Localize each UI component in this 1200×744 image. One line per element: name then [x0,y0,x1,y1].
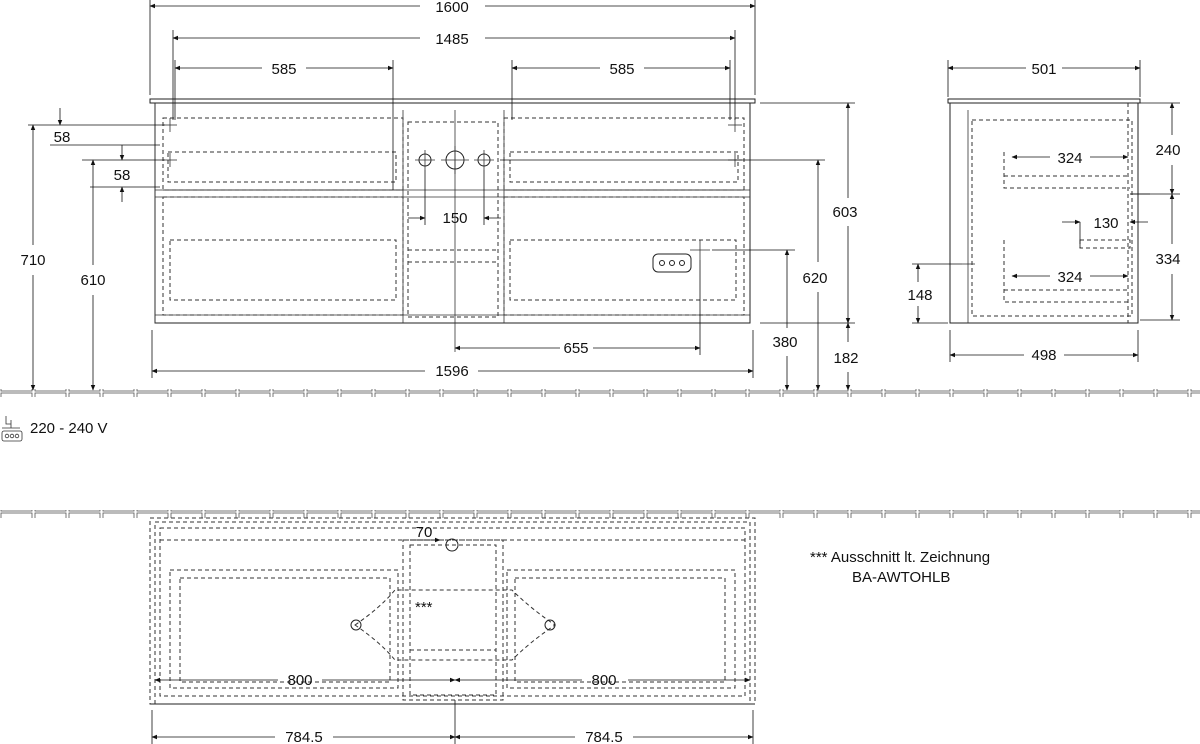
dim-top-depth: 501 [1031,61,1056,78]
dim-upper-drawer-depth: 324 [1057,150,1082,167]
dim-cutout-width: 70 [416,524,433,541]
dim-top-offset-1: 58 [54,129,71,146]
voltage-label: 220 - 240 V [30,420,108,437]
side-view [947,98,1150,324]
dim-drain-height: 380 [772,334,797,351]
dim-lower-drawer-depth: 324 [1057,269,1082,286]
floor-line-lower [0,510,1200,518]
dim-top-offset-2: 58 [114,167,131,184]
cutout-note: *** Ausschnitt lt. Zeichnung BA-AWTOHLB [810,549,990,586]
dim-leg-height: 182 [833,350,858,367]
side-dimensions [912,60,1180,362]
top-dimensions [151,537,754,744]
dim-left-drawer: 585 [271,61,296,78]
dim-right-drawer: 585 [609,61,634,78]
front-view [149,98,756,352]
cutout-note-line2: BA-AWTOHLB [852,569,950,586]
top-dimension-labels: 70 800 800 784.5 784.5 *** [285,524,623,744]
dim-top-width: 1485 [435,31,468,48]
cutout-note-line1: *** Ausschnitt lt. Zeichnung [810,549,990,566]
dim-siphon-cutout: 130 [1093,215,1118,232]
dim-left-width: 800 [287,672,312,689]
dim-drain-offset: 655 [563,340,588,357]
dim-lower-height: 334 [1155,251,1180,268]
floor-line-upper [0,389,1200,397]
dim-left-half: 784.5 [285,729,323,744]
dim-bottom-depth: 498 [1031,347,1056,364]
dim-socket-height: 620 [802,270,827,287]
plug-icon [1,416,23,442]
cutout-marker: *** [415,599,433,616]
dim-total-height: 710 [20,252,45,269]
dim-bottom-width: 1596 [435,363,468,380]
dim-body-height: 603 [832,204,857,221]
dim-overall-width: 1600 [435,0,468,16]
dim-tap-spacing: 150 [442,210,467,227]
tap-hole-left [415,150,435,170]
dim-wall-offset: 148 [907,287,932,304]
dim-top-height: 610 [80,272,105,289]
tap-hole-right [474,150,494,170]
front-dimension-labels: 1600 1485 585 585 58 58 710 610 150 603 … [20,0,858,380]
side-dimension-labels: 501 324 130 324 240 334 148 498 [907,61,1180,364]
top-view [149,517,756,705]
socket [652,240,710,273]
front-dimensions [28,0,855,391]
dim-right-width: 800 [591,672,616,689]
dim-right-half: 784.5 [585,729,623,744]
dim-upper-height: 240 [1155,142,1180,159]
